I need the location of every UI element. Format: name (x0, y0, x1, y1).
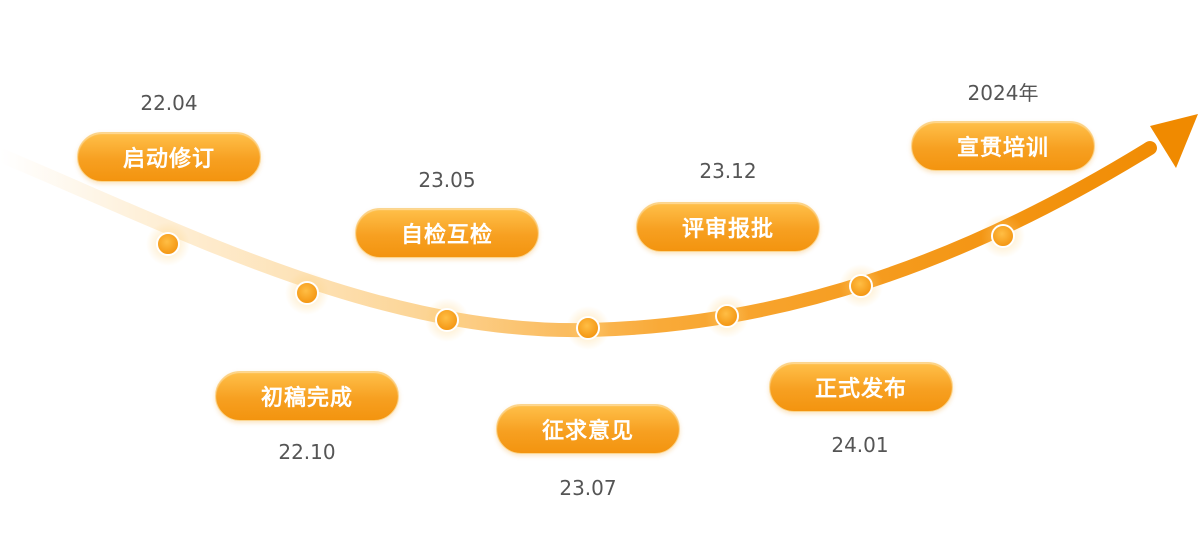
milestone-3-pill: 自检互检 (355, 208, 539, 258)
milestone-6-date: 24.01 (831, 433, 889, 457)
milestone-1-pill: 启动修订 (77, 132, 261, 182)
milestone-6-pill: 正式发布 (769, 362, 953, 412)
milestone-1-date: 22.04 (140, 91, 198, 115)
milestone-5-date: 23.12 (699, 159, 757, 183)
timeline-node (295, 281, 319, 305)
milestone-5-pill: 评审报批 (636, 202, 820, 252)
node-group-4 (566, 306, 610, 350)
arrow-head-icon (1150, 114, 1198, 168)
node-group-3 (425, 298, 469, 342)
timeline-node (576, 316, 600, 340)
milestone-4-date: 23.07 (559, 476, 617, 500)
milestone-2-pill: 初稿完成 (215, 371, 399, 421)
timeline-node (156, 232, 180, 256)
node-group-2 (285, 271, 329, 315)
timeline-node (991, 224, 1015, 248)
timeline-node (435, 308, 459, 332)
timeline-node (715, 304, 739, 328)
milestone-4-pill: 征求意见 (496, 404, 680, 454)
milestone-7-date: 2024年 (967, 81, 1039, 105)
node-group-6 (839, 264, 883, 308)
milestone-2-date: 22.10 (278, 440, 336, 464)
node-group-1 (146, 222, 190, 266)
timeline-node (849, 274, 873, 298)
node-group-7 (981, 214, 1025, 258)
node-group-5 (705, 294, 749, 338)
milestone-3-date: 23.05 (418, 168, 476, 192)
milestone-7-pill: 宣贯培训 (911, 121, 1095, 171)
